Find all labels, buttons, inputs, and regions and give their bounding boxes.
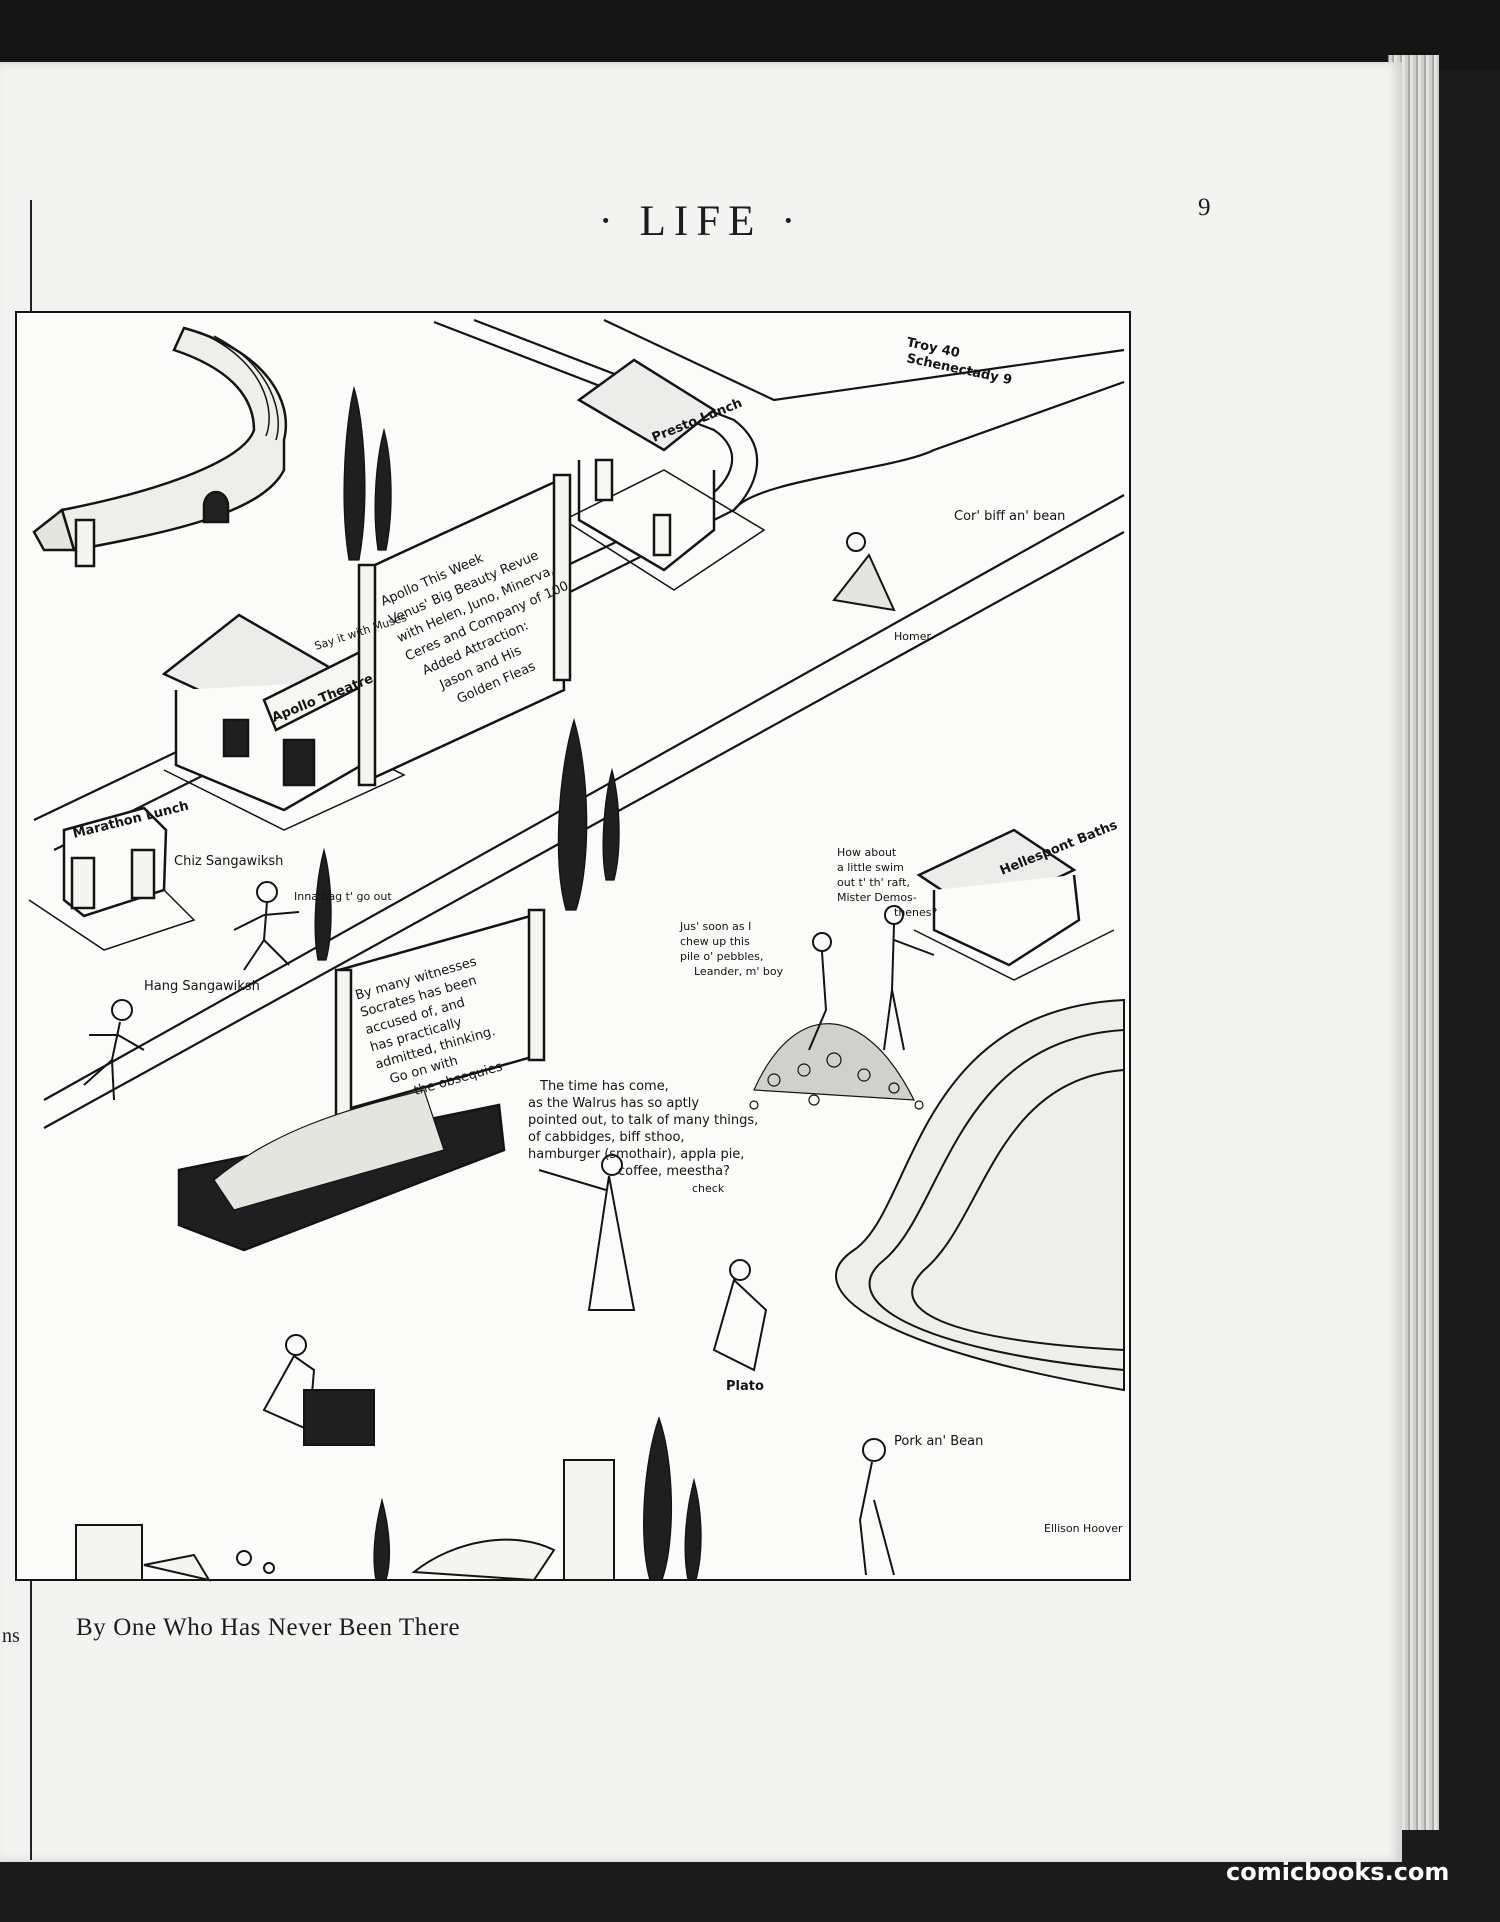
marathon-lunch-drawing xyxy=(28,806,196,951)
swimmer-speech: How about a little swim out t' th' raft,… xyxy=(837,846,938,919)
pork-bean-speech: Pork an' Bean xyxy=(894,1434,983,1449)
apollo-theatre-drawing xyxy=(161,613,406,831)
runner-chiz-speech: Chiz Sangawiksh xyxy=(174,854,283,869)
speech-line: chew up this xyxy=(680,935,750,948)
running-head: · LIFE · xyxy=(598,198,804,245)
speech-line: pointed out, to talk of many things, xyxy=(528,1113,758,1128)
orator-speech: The time has come, as the Walrus has so … xyxy=(528,1079,758,1179)
sea-drawing xyxy=(835,998,1125,1392)
figures-drawing xyxy=(83,532,935,1576)
speech-line: a little swim xyxy=(837,861,904,874)
ruins-drawing xyxy=(75,1459,615,1582)
cypress-trees-drawing xyxy=(314,385,702,1581)
runner-inna-speech: Inna bag t' go out xyxy=(294,890,392,903)
homer-speech: Cor' biff an' bean xyxy=(954,509,1065,524)
runner-hang-speech: Hang Sangawiksh xyxy=(144,979,260,994)
apollo-billboard-drawing xyxy=(357,473,572,787)
plato-rock-label: Plato xyxy=(726,1379,764,1394)
speech-line: out t' th' raft, xyxy=(837,876,910,889)
cartoon-caption: By One Who Has Never Been There xyxy=(76,1614,461,1641)
speech-line: Leander, m' boy xyxy=(694,965,784,978)
speech-line: The time has come, xyxy=(539,1079,669,1094)
speech-line: thenes? xyxy=(894,906,938,919)
pebble-pile-drawing xyxy=(749,1023,924,1110)
hellespont-baths-drawing xyxy=(913,828,1115,981)
plato-check-label: check xyxy=(692,1182,725,1195)
scan-background xyxy=(0,0,1500,70)
speech-line: How about xyxy=(837,846,897,859)
artist-signature: Ellison Hoover xyxy=(1044,1522,1123,1535)
speech-line: coffee, meestha? xyxy=(618,1164,730,1179)
socrates-billboard-drawing xyxy=(334,908,546,1122)
cartoon-illustration: Troy 40 Schenectady 9 Presto Lunch Apoll… xyxy=(15,311,1131,1582)
speech-line: Jus' soon as I xyxy=(679,920,751,933)
watermark: comicbooks.com xyxy=(1226,1858,1450,1886)
page-number: 9 xyxy=(1198,194,1211,221)
presto-lunch-drawing xyxy=(562,358,766,591)
speech-line: hamburger (smothair), appla pie, xyxy=(528,1147,744,1162)
demosthenes-speech: Jus' soon as I chew up this pile o' pebb… xyxy=(679,920,784,978)
homer-label: Homer xyxy=(894,630,931,643)
speech-line: as the Walrus has so aptly xyxy=(528,1096,699,1111)
speech-line: Mister Demos- xyxy=(837,891,917,904)
speech-line: pile o' pebbles, xyxy=(680,950,763,963)
jury-box-drawing xyxy=(177,1089,506,1252)
amphitheatre-drawing xyxy=(32,326,288,568)
previous-page-text-fragment: ns xyxy=(2,1625,20,1647)
speech-line: of cabbidges, biff sthoo, xyxy=(528,1130,685,1145)
